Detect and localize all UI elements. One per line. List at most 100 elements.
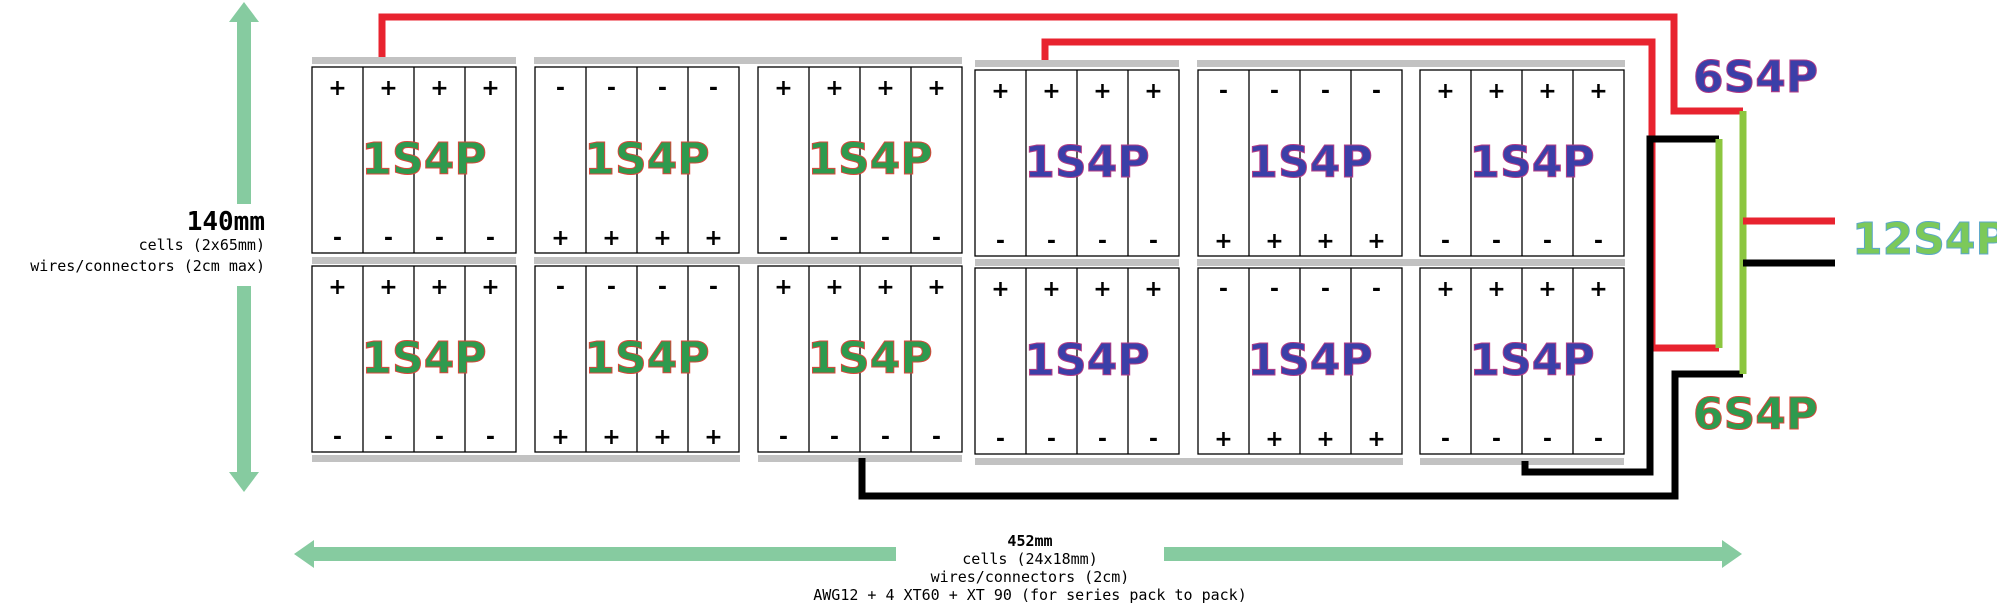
cell-top-terminal: +: [1436, 277, 1454, 302]
cell-bottom-terminal: -: [1441, 427, 1450, 452]
pack-label: 1S4P: [807, 333, 932, 384]
cell-bottom-terminal: -: [435, 425, 444, 450]
cell-top-terminal: +: [991, 79, 1009, 104]
cell-top-terminal: +: [1538, 277, 1556, 302]
cell-bottom-terminal: +: [1265, 427, 1283, 452]
cell-bottom-terminal: -: [830, 425, 839, 450]
cell-top-terminal: +: [430, 76, 448, 101]
width-dimension-arrow: [294, 540, 1742, 568]
cell-bottom-terminal: -: [830, 226, 839, 251]
cell-top-terminal: +: [481, 275, 499, 300]
cell-top-terminal: -: [1321, 79, 1330, 104]
cell-top-terminal: +: [825, 76, 843, 101]
negative-wire-link: [1521, 135, 1719, 476]
cell-top-terminal: +: [1487, 79, 1505, 104]
cell-top-terminal: +: [825, 275, 843, 300]
cell-bottom-terminal: -: [1047, 427, 1056, 452]
cell-top-terminal: -: [1219, 79, 1228, 104]
pack-7: +-+-+-+-1S4P: [311, 265, 517, 453]
cell-top-terminal: +: [927, 275, 945, 300]
cell-top-terminal: -: [1372, 277, 1381, 302]
pack-1: +-+-+-+-1S4P: [311, 66, 517, 254]
cell-top-terminal: +: [774, 76, 792, 101]
wiring: [378, 13, 1835, 500]
cell-bottom-terminal: +: [1316, 427, 1334, 452]
cell-bottom-terminal: -: [384, 226, 393, 251]
cell-top-terminal: -: [1219, 277, 1228, 302]
cell-bottom-terminal: +: [1214, 427, 1232, 452]
cell-bottom-terminal: -: [1098, 229, 1107, 254]
pack-4: +-+-+-+-1S4P: [974, 69, 1180, 257]
cell-bottom-terminal: -: [932, 425, 941, 450]
pack-label: 1S4P: [1247, 335, 1372, 386]
pack-6: +-+-+-+-1S4P: [1419, 69, 1625, 257]
cell-top-terminal: +: [1144, 277, 1162, 302]
pack-label: 1S4P: [1469, 335, 1594, 386]
cell-bottom-terminal: -: [1149, 229, 1158, 254]
cell-top-terminal: +: [774, 275, 792, 300]
cell-bottom-terminal: +: [1367, 229, 1385, 254]
cell-top-terminal: +: [1093, 277, 1111, 302]
positive-wire-top: [378, 13, 1743, 115]
pack-label: 1S4P: [584, 333, 709, 384]
cell-top-terminal: +: [1436, 79, 1454, 104]
cell-bottom-terminal: +: [1214, 229, 1232, 254]
width-line-wires: wires/connectors (2cm): [931, 568, 1130, 586]
cell-top-terminal: +: [328, 76, 346, 101]
cell-top-terminal: +: [1589, 277, 1607, 302]
cell-top-terminal: +: [1538, 79, 1556, 104]
pack-label: 1S4P: [1469, 137, 1594, 188]
cell-top-terminal: -: [658, 275, 667, 300]
cell-top-terminal: +: [1589, 79, 1607, 104]
cell-top-terminal: -: [607, 275, 616, 300]
cell-top-terminal: -: [1270, 277, 1279, 302]
cell-bottom-terminal: -: [333, 425, 342, 450]
positive-wire-link: [1041, 38, 1719, 352]
cell-top-terminal: -: [1270, 79, 1279, 104]
cell-bottom-terminal: +: [704, 226, 722, 251]
width-line-connectors: AWG12 + 4 XT60 + XT 90 (for series pack …: [813, 586, 1246, 604]
cell-bottom-terminal: -: [779, 425, 788, 450]
pack-9: + - + - + - + - 1S4P: [757, 265, 963, 453]
cell-top-terminal: -: [1321, 277, 1330, 302]
cell-top-terminal: +: [379, 76, 397, 101]
upper-series-label: 6S4P: [1693, 52, 1818, 103]
cell-bottom-terminal: -: [1047, 229, 1056, 254]
cell-top-terminal: +: [991, 277, 1009, 302]
cell-top-terminal: +: [1487, 277, 1505, 302]
negative-wire-bottom: [858, 370, 1743, 500]
cell-bottom-terminal: -: [996, 229, 1005, 254]
cell-bottom-terminal: +: [1316, 229, 1334, 254]
height-line-cells: cells (2x65mm): [139, 236, 265, 254]
cell-bottom-terminal: -: [779, 226, 788, 251]
cell-bottom-terminal: -: [1594, 229, 1603, 254]
cell-bottom-terminal: +: [551, 226, 569, 251]
combined-series-label: 12S4P: [1852, 214, 1997, 265]
pack-label: 1S4P: [584, 134, 709, 185]
cell-top-terminal: +: [927, 76, 945, 101]
cell-bottom-terminal: +: [1367, 427, 1385, 452]
pack-10: +-+-+-+-1S4P: [974, 267, 1180, 455]
cell-bottom-terminal: -: [881, 226, 890, 251]
height-dimension-arrow: [229, 2, 259, 492]
pack-label: 1S4P: [1024, 335, 1149, 386]
pack-label: 1S4P: [1024, 137, 1149, 188]
cell-bottom-terminal: -: [996, 427, 1005, 452]
cell-bottom-terminal: -: [1492, 427, 1501, 452]
cell-top-terminal: +: [876, 76, 894, 101]
pack-11: - + - + - + - +1S4P: [1197, 267, 1403, 455]
pack-5: -+-+-+-+1S4P: [1197, 69, 1403, 257]
cell-bottom-terminal: -: [486, 425, 495, 450]
pack-3: +-+-+-+-1S4P: [757, 66, 963, 254]
cell-top-terminal: +: [876, 275, 894, 300]
cell-top-terminal: +: [1144, 79, 1162, 104]
cell-bottom-terminal: -: [384, 425, 393, 450]
pack-label: 1S4P: [807, 134, 932, 185]
cell-top-terminal: -: [709, 275, 718, 300]
cell-bottom-terminal: -: [486, 226, 495, 251]
cell-bottom-terminal: -: [881, 425, 890, 450]
cell-bottom-terminal: +: [1265, 229, 1283, 254]
cell-bottom-terminal: +: [704, 425, 722, 450]
pack-8: -+-+-+-+1S4P: [534, 265, 740, 453]
cell-top-terminal: +: [481, 76, 499, 101]
